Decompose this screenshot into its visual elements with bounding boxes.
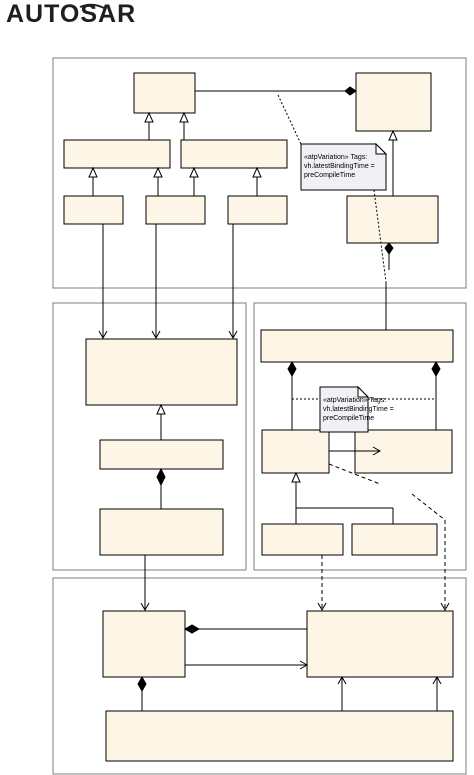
class-middle-left-child [99, 439, 224, 470]
package-middle-right [253, 302, 467, 571]
class-top-leaf-2 [145, 195, 206, 225]
dep-arrow-base-1-icon [337, 675, 347, 685]
logo-swoosh-icon [79, 3, 105, 9]
gen-arrow-1-icon [144, 111, 154, 123]
class-middle-right-leaf-1 [261, 523, 344, 556]
class-middle-left-owner [99, 508, 224, 556]
note-1-line-3: preCompileTime [304, 172, 355, 179]
gen-arrow-2-icon [179, 111, 189, 123]
composition-diamond-mr-2-icon [431, 360, 441, 378]
composition-diamond-bottom-icon [183, 624, 201, 634]
composition-diamond-ml-icon [156, 467, 166, 487]
note-2-line-2: vh.latestBindingTime = [323, 406, 394, 413]
gen-arrow-7-icon [388, 129, 398, 141]
class-middle-right-top [260, 329, 454, 363]
dash-arrow-mr-3-icon [440, 602, 450, 612]
gen-arrow-6-icon [252, 166, 262, 178]
class-top-mid-right [180, 139, 288, 169]
class-top-leaf-3 [227, 195, 288, 225]
package-middle-left [52, 302, 247, 571]
class-bottom-right [306, 610, 454, 678]
note-1-anchor-b [373, 189, 387, 283]
dep-arrow-1-icon [98, 330, 108, 340]
gen-arrow-5-icon [189, 166, 199, 178]
autosar-logo: AUTOSAR [6, 0, 136, 28]
note-1-line-2: vh.latestBindingTime = [304, 163, 375, 170]
class-top-base [133, 72, 196, 114]
note-2: «atpVariation» Tags: vh.latestBindingTim… [319, 385, 394, 433]
assoc-arrow-mr-icon [372, 446, 382, 456]
gen-arrow-3-icon [88, 166, 98, 178]
composition-diamond-right-icon [384, 242, 394, 255]
class-bottom-left [102, 610, 186, 678]
composition-diamond-top-icon [344, 86, 357, 96]
class-middle-right-left [261, 429, 330, 474]
gen-arrow-4-icon [153, 166, 163, 178]
dep-arrow-2-icon [151, 330, 161, 340]
package-top [52, 57, 467, 289]
note-1-anchor-a [277, 94, 302, 145]
class-top-right-container [355, 72, 432, 132]
logo-text: AUTOSAR [6, 0, 136, 28]
note-1-line-1: «atpVariation» Tags: [304, 154, 367, 161]
dash-line-mr-1 [328, 463, 381, 485]
gen-arrow-8-icon [156, 403, 166, 415]
note-2-line-3: preCompileTime [323, 415, 374, 422]
class-middle-left-main [85, 338, 238, 406]
composition-diamond-mr-1-icon [287, 360, 297, 378]
class-top-mid-left [63, 139, 171, 169]
note-2-line-1: «atpVariation» Tags: [323, 397, 386, 404]
gen-arrow-mr-icon [291, 471, 301, 483]
dep-arrow-ml-bottom-icon [140, 602, 150, 612]
dep-arrow-3-icon [228, 330, 238, 340]
class-bottom-base [105, 710, 454, 762]
dash-arrow-mr-2-icon [317, 602, 327, 612]
class-top-right-derived [346, 195, 439, 244]
composition-diamond-bottom-base-icon [137, 675, 147, 693]
dash-line-mr-3 [411, 493, 446, 610]
note-1: «atpVariation» Tags: vh.latestBindingTim… [300, 142, 388, 191]
assoc-arrow-bottom-icon [299, 660, 309, 670]
class-top-leaf-1 [63, 195, 124, 225]
package-bottom [52, 577, 467, 775]
dep-arrow-base-2-icon [432, 675, 442, 685]
class-middle-right-leaf-2 [351, 523, 438, 556]
